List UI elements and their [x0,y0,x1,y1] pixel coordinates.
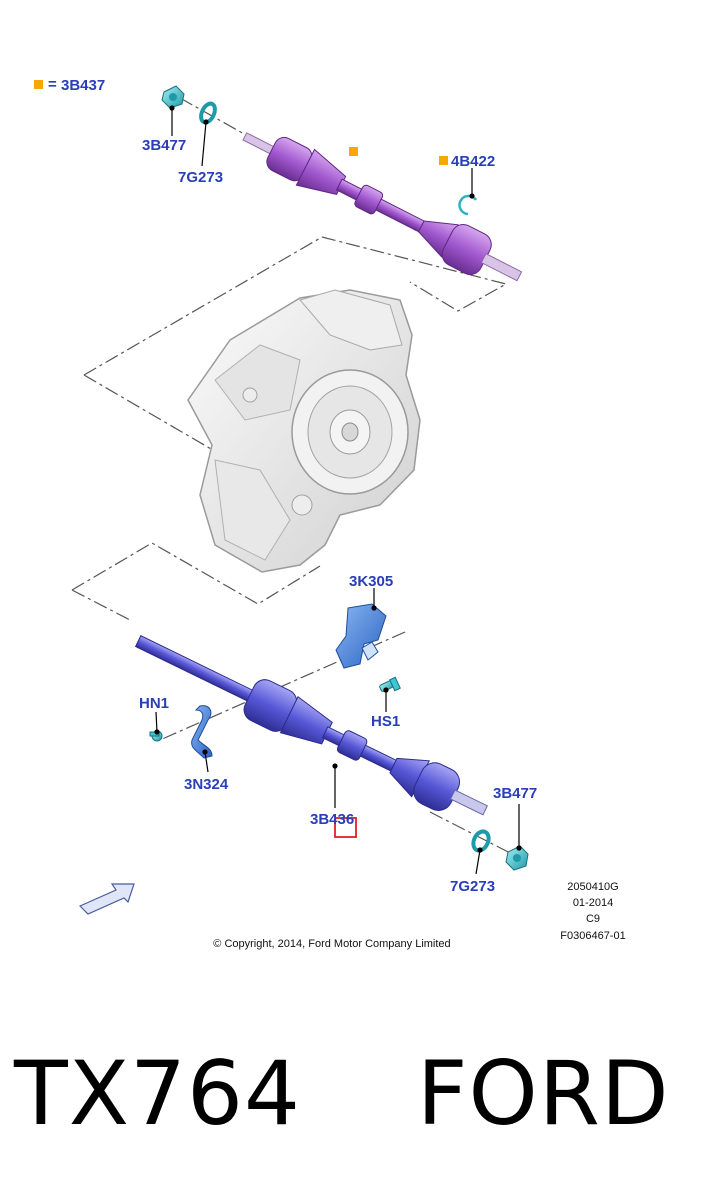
info-line-1: 2050410G [567,881,618,893]
bracket-3k305 [335,603,387,669]
top-circlip-4b422 [458,194,478,216]
exploded-parts-diagram: = 3B437 3B477 7G273 4B422 [34,76,626,950]
legend: = 3B437 [34,76,105,94]
info-line-3: C9 [586,913,600,925]
top-drive-shaft [242,132,523,282]
label-3b436: 3B436 [310,811,354,828]
label-3n324: 3N324 [184,776,229,793]
lower-outline [71,542,321,621]
info-line-4: F0306467-01 [560,930,625,942]
bottom-callouts [154,588,522,875]
top-shaft-bar [335,178,429,235]
bottom-damper [336,730,368,761]
label-top-7g273: 7G273 [178,169,223,186]
direction-arrow-icon [78,883,135,915]
label-top-4b422: 4B422 [451,153,495,170]
upper-outline [83,236,508,461]
info-line-2: 01-2014 [573,897,613,909]
top-outer-boot [295,148,347,195]
transmission-housing [187,289,421,573]
label-3k305: 3K305 [349,573,393,590]
square-marker-icon [34,80,43,89]
label-hs1: HS1 [371,713,400,730]
legend-code: 3B437 [61,77,105,94]
top-callouts [169,105,475,199]
top-nut-3b477 [161,85,185,109]
label-bottom-7g273: 7G273 [450,878,495,895]
bottom-drive-shaft [134,635,489,816]
square-marker-icon [349,147,358,156]
top-spline [480,252,523,282]
info-block: 2050410G 01-2014 C9 F0306467-01 [560,881,625,942]
copyright-notice: © Copyright, 2014, Ford Motor Company Li… [213,938,450,950]
bottom-hardware [149,603,529,871]
clamp-3n324 [191,705,213,759]
legend-equals: = [48,76,57,93]
bottom-shaft-long [134,635,257,704]
bottom-inner-boot [279,696,333,745]
label-bottom-3b477: 3B477 [493,785,537,802]
top-inner-boot [417,220,459,258]
bolt-hs1 [379,676,401,692]
bottom-title: TX764 FORD [14,1042,670,1145]
label-hn1: HN1 [139,695,169,712]
bottom-spline [449,789,489,816]
highlight-box [334,817,357,838]
top-hardware [161,85,478,216]
label-top-3b477: 3B477 [142,137,186,154]
top-damper [354,184,384,215]
bottom-outer-boot [389,757,430,798]
square-marker-icon [439,156,448,165]
bottom-washer-7g273 [471,829,491,853]
